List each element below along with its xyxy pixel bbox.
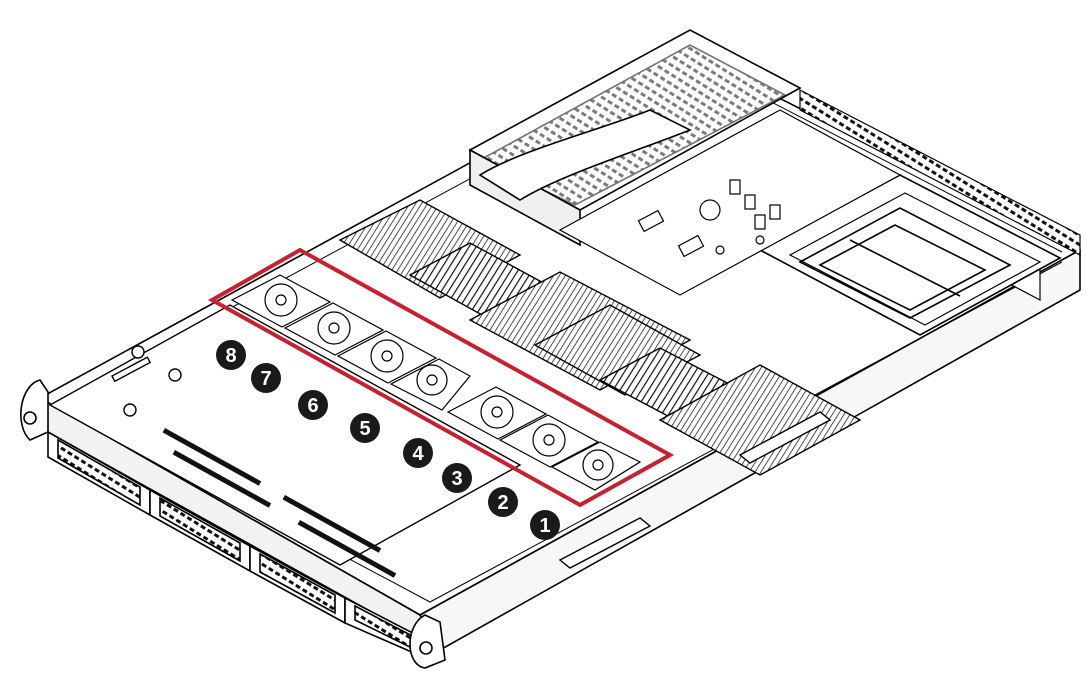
callout-circle (350, 413, 380, 443)
callout-number: 1 (539, 515, 550, 537)
callout-circle (251, 363, 281, 393)
callout-number: 8 (225, 345, 236, 367)
callout-circle (298, 390, 328, 420)
callout-number: 7 (260, 368, 271, 390)
callout-circle (442, 463, 472, 493)
fan-module (498, 414, 600, 468)
callout-marker-1: 1 (530, 510, 560, 540)
front-panel (48, 304, 522, 578)
callout-marker-2: 2 (488, 487, 518, 517)
fan-module (550, 441, 642, 491)
fan-callouts: 1 2 3 4 5 6 7 8 (216, 340, 560, 540)
callout-circle (488, 487, 518, 517)
callout-marker-6: 6 (298, 390, 328, 420)
callout-number: 4 (412, 443, 424, 465)
callout-marker-3: 3 (442, 463, 472, 493)
callout-circle (216, 340, 246, 370)
dimm-bank (658, 364, 862, 476)
rack-ear-left (20, 379, 49, 441)
callout-number: 5 (359, 418, 370, 440)
drive-bay (249, 544, 346, 625)
fan-module (283, 302, 385, 356)
callout-circle (530, 510, 560, 540)
drive-bay (47, 430, 151, 517)
callout-marker-5: 5 (350, 413, 380, 443)
fan-row (230, 274, 642, 491)
side-rail (558, 411, 832, 569)
memory-and-cpu (338, 199, 862, 476)
callout-number: 6 (307, 395, 318, 417)
callout-number: 3 (451, 468, 462, 490)
callout-marker-4: 4 (403, 438, 433, 468)
drive-bay (149, 488, 251, 573)
vent-slots (162, 428, 397, 578)
callout-marker-8: 8 (216, 340, 246, 370)
fan-module (230, 274, 332, 328)
fan-highlight-box (207, 247, 675, 508)
motherboard (558, 109, 902, 296)
drive-bays (47, 430, 431, 662)
fan-module (446, 386, 548, 440)
pci-riser-cage (468, 29, 802, 247)
callout-number: 2 (497, 492, 508, 514)
callout-marker-7: 7 (251, 363, 281, 393)
callout-circle (403, 438, 433, 468)
fan-module (336, 330, 438, 384)
fan-module (389, 358, 471, 411)
rack-ears (20, 379, 446, 669)
